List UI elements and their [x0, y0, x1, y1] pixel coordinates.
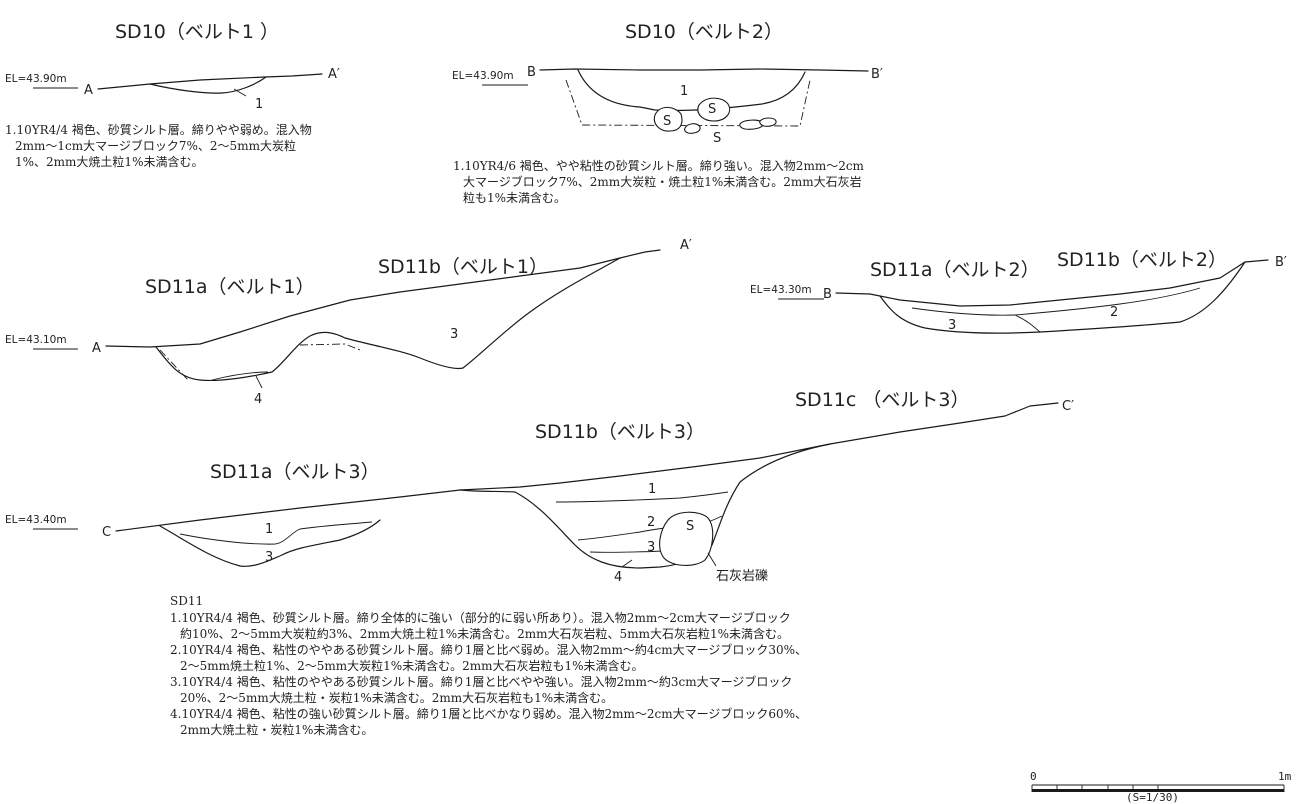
sd11a-belt3-layer-1: 1 [265, 522, 273, 537]
sd11b-belt3-ditch-outline [459, 443, 831, 569]
sd10-belt1-elevation: EL=43.90m [5, 73, 67, 85]
sd11-belt2-ground-line [835, 259, 1269, 307]
sd10-belt2-stone-label-3: S [713, 131, 721, 146]
sd10-belt2-ground-line [539, 68, 869, 72]
svg-text:1.10YR4/6 褐色、やや粘性の砂質シルト層。締り強い。: 1.10YR4/6 褐色、やや粘性の砂質シルト層。締り強い。混入物2mm～2cm [453, 158, 865, 173]
sd11-belt3-stone-note: 石灰岩礫 [716, 568, 768, 584]
svg-text:1.10YR4/4 褐色、砂質シルト層。締りやや弱め。混入物: 1.10YR4/4 褐色、砂質シルト層。締りやや弱め。混入物 [5, 122, 312, 137]
stone [759, 117, 777, 127]
sd11a-belt3-ditch-outline [159, 519, 381, 567]
sd11-belt1-boundary-line-2 [299, 343, 361, 351]
sd10-belt1-title: SD10（ベルト1 ） [115, 21, 279, 43]
sd10-belt2-pit-outline [577, 69, 806, 112]
sd11-note-line: 4.10YR4/4 褐色、粘性の強い砂質シルト層。締り1層と比べかなり弱め。混入… [170, 706, 807, 721]
sd11-note-line: 3.10YR4/4 褐色、粘性のややある砂質シルト層。締り1層と比べやや強い。混… [170, 674, 792, 689]
sd11b-belt1-title: SD11b（ベルト1） [378, 256, 548, 278]
svg-text:2mm～1cm大マージブロック7%、2～5mm大炭粒: 2mm～1cm大マージブロック7%、2～5mm大炭粒 [15, 138, 296, 153]
sd10-belt2-notes: 1.10YR4/6 褐色、やや粘性の砂質シルト層。締り強い。混入物2mm～2cm… [453, 158, 865, 205]
sd11-belt3-ground-line [115, 402, 1059, 532]
sd11-belt1-ditch-outline [155, 257, 621, 382]
sd11-note-line: 1.10YR4/4 褐色、砂質シルト層。締り全体的に強い（部分的に弱い所あり）。… [170, 610, 791, 625]
sd11b-belt3-layer-1: 1 [648, 482, 656, 497]
sd10-belt2-elevation: EL=43.90m [452, 70, 514, 82]
sd10-belt2-stone-label-2: S [708, 102, 716, 117]
sd10-belt1-notes: 1.10YR4/4 褐色、砂質シルト層。締りやや弱め。混入物 2mm～1cm大マ… [5, 122, 312, 169]
sd11a-belt3-title: SD11a（ベルト3） [210, 461, 380, 483]
sd11b-belt3-layer-2: 2 [647, 515, 655, 530]
sd11-belt3-section: SD11c （ベルト3） SD11b（ベルト3） SD11a（ベルト3） EL=… [5, 389, 1074, 585]
sd11-belt2-section: SD11b（ベルト2） SD11a（ベルト2） EL=43.30m B B′ 3… [750, 249, 1287, 334]
sd10-belt2-start-label: B [527, 65, 536, 80]
stone [697, 97, 731, 122]
sd10-belt2-section: SD10（ベルト2） EL=43.90m B B′ S S S 1 1.10YR… [452, 21, 883, 205]
sd11-notes-heading: SD11 [170, 594, 203, 608]
sd11-belt2-end-label: B′ [1275, 255, 1287, 270]
layer-leader [233, 88, 247, 97]
sd11c-belt3-title: SD11c （ベルト3） [795, 389, 969, 411]
sd11-belt3-start-label: C [102, 525, 111, 540]
sd11-belt1-layer-boundary [211, 371, 269, 381]
sd11-belt2-layer-boundary-2 [1014, 287, 1201, 316]
sd11-belt2-layer-2: 2 [1110, 305, 1118, 320]
svg-text:大マージブロック7%、2mm大炭粒・焼土粒1%未満含む。2m: 大マージブロック7%、2mm大炭粒・焼土粒1%未満含む。2mm大石灰岩 [463, 174, 862, 189]
layer-leader [621, 559, 633, 568]
sd10-belt1-end-label: A′ [328, 67, 340, 82]
sd11b-belt3-layer-boundary-3 [589, 550, 666, 553]
sd11b-belt3-layer-4: 4 [614, 570, 622, 585]
limestone-gravel [659, 511, 714, 566]
scale-bar: 0 1m (S=1/30) [1030, 770, 1292, 804]
sd11-note-line: 2.10YR4/4 褐色、粘性のややある砂質シルト層。締り1層と比べ弱め。混入物… [170, 642, 807, 657]
sd11b-belt3-layer-3: 3 [647, 540, 655, 555]
sd11b-belt3-title: SD11b（ベルト3） [535, 421, 705, 443]
sd11a-belt3-layer-3: 3 [265, 550, 273, 565]
sd10-belt1-pit-outline [149, 76, 267, 94]
sd11-notes: SD11 1.10YR4/4 褐色、砂質シルト層。締り全体的に強い（部分的に弱い… [170, 594, 807, 737]
sd11-belt1-start-label: A [92, 341, 101, 356]
sd10-belt1-ground-line [97, 73, 323, 90]
sd11-belt2-elevation: EL=43.30m [750, 284, 812, 296]
sd11-belt2-ditch-outline [879, 261, 1246, 334]
sd11-belt2-layer-3: 3 [948, 318, 956, 333]
sd11-belt1-layer-4: 4 [254, 392, 262, 407]
layer-leader [255, 375, 263, 389]
sd11a-belt2-title: SD11a（ベルト2） [870, 259, 1040, 281]
sd10-belt2-layer-1: 1 [680, 84, 688, 99]
sd11a-belt1-title: SD11a（ベルト1） [145, 276, 315, 298]
sd11-note-line: 約10%、2～5mm大炭粒約3%、2mm大焼土粒1%未満含む。2mm大石灰岩粒、… [180, 626, 789, 641]
sd11-note-line: 2～5mm焼土粒1%、2～5mm大炭粒1%未満含む。2mm大石灰岩粒も1%未満含… [180, 658, 644, 673]
sd11-belt3-stone-label: S [686, 519, 694, 534]
sd11-belt1-end-label: A′ [680, 238, 692, 253]
scale-bar-ratio: (S=1/30) [1126, 791, 1179, 804]
sd10-belt1-start-label: A [84, 83, 93, 98]
scale-bar-end-label: 1m [1278, 770, 1292, 783]
scale-bar-start-label: 0 [1030, 770, 1037, 783]
sd11-belt1-section: SD11b（ベルト1） SD11a（ベルト1） EL=43.10m A A′ 3… [5, 238, 692, 407]
sd10-belt1-layer-1: 1 [255, 97, 263, 112]
sd11-belt1-elevation: EL=43.10m [5, 334, 67, 346]
scale-bar-ticks [1031, 785, 1285, 792]
sd11-belt2-layer-boundary-1 [911, 307, 1041, 333]
sd11-belt3-elevation: EL=43.40m [5, 514, 67, 526]
sd11a-belt3-layer-boundary [179, 521, 373, 545]
sd11-note-line: 20%、2～5mm大焼土粒・炭粒1%未満含む。2mm大石灰岩粒も1%未満含む。 [180, 690, 613, 705]
svg-text:1%、2mm大焼土粒1%未満含む。: 1%、2mm大焼土粒1%未満含む。 [15, 154, 203, 169]
sd11-belt1-boundary-line [159, 349, 189, 381]
stone-leader [707, 552, 717, 567]
sd10-belt2-title: SD10（ベルト2） [625, 21, 783, 43]
sd11-belt3-end-label: C′ [1062, 399, 1074, 414]
sd11-belt1-layer-3: 3 [450, 327, 458, 342]
sd10-belt2-end-label: B′ [871, 67, 883, 82]
stone [653, 106, 683, 132]
sd11b-belt3-layer-boundary-1 [555, 491, 729, 503]
sd11b-belt2-title: SD11b（ベルト2） [1057, 249, 1227, 271]
stone [684, 123, 701, 134]
sd10-belt2-stone-label-1: S [663, 114, 671, 129]
sd11-belt2-start-label: B [823, 287, 832, 302]
stone [739, 119, 764, 130]
sd11-note-line: 2mm大焼土粒・炭粒1%未満含む。 [180, 722, 373, 737]
svg-text:粒も1%未満含む。: 粒も1%未満含む。 [463, 190, 566, 205]
sd10-belt1-section: SD10（ベルト1 ） EL=43.90m A A′ 1 1.10YR4/4 褐… [5, 21, 340, 169]
